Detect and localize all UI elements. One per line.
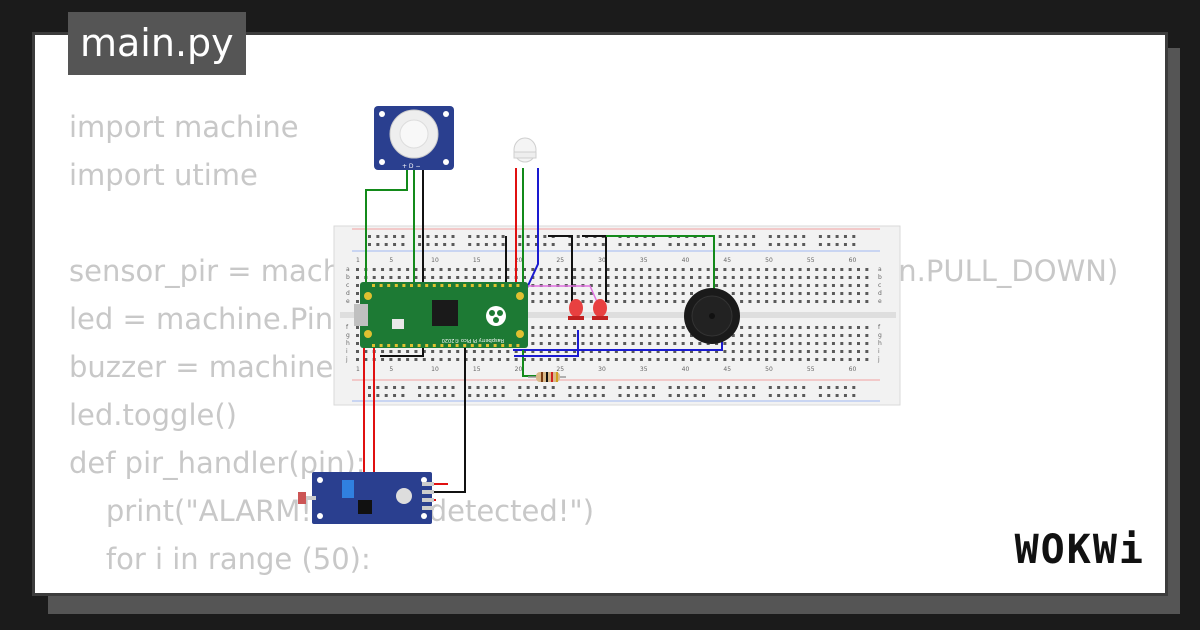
rgb-led[interactable] [513,137,537,163]
code-line: for i in range (50): [69,542,371,576]
breadboard-row-letter: i [346,348,348,355]
breadboard-column-number: 30 [598,257,606,264]
breadboard-column-number: 35 [640,257,648,264]
breadboard-row-letter: i [878,348,880,355]
pir-sensor[interactable]: + D − [374,106,454,170]
breadboard-row-letter: a [878,266,882,273]
breadboard-column-number: 45 [723,257,731,264]
breadboard-row-letter: d [878,290,882,297]
ldr-module[interactable] [298,472,434,524]
breadboard-column-number: 15 [473,366,481,373]
breadboard-column-number: 40 [682,257,690,264]
breadboard-row-letter: f [346,324,349,331]
breadboard-column-number: 25 [556,257,564,264]
breadboard-column-number: 40 [682,366,690,373]
code-line: def pir_handler(pin): [69,446,366,480]
breadboard-row-letter: j [877,356,880,363]
buzzer[interactable] [684,288,740,344]
breadboard-column-number: 20 [515,366,523,373]
wire-black-pir [380,166,424,357]
red-led-2[interactable] [592,299,608,320]
code-line: import utime [69,158,258,192]
breadboard-row-letter: j [345,356,348,363]
breadboard-column-number: 55 [807,366,815,373]
breadboard: 1155101015152020252530303535404045455050… [333,225,901,406]
wire-green-bottom [522,350,538,377]
breadboard-column-number: 10 [431,257,439,264]
wire-green-buzzer [606,235,715,300]
pico-label: Raspberry Pi Pico ©2020 [442,337,504,344]
wokwi-logo: WOKWi [1014,527,1145,573]
breadboard-row-letter: g [346,332,350,339]
breadboard-row-letter: b [878,274,882,281]
code-line: led.toggle() [69,583,1118,593]
breadboard-row-letter: d [346,290,350,297]
breadboard-column-number: 5 [389,257,393,264]
breadboard-column-number: 25 [556,366,564,373]
code-line: import machine [69,110,299,144]
breadboard-column-number: 30 [598,366,606,373]
wire-pink [528,285,599,305]
wire-blue-bottom [514,330,579,357]
breadboard-row-letter: g [878,332,882,339]
breadboard-row-letter: c [878,282,881,289]
red-led-1[interactable] [568,299,584,320]
breadboard-column-number: 60 [849,257,857,264]
breadboard-column-number: 5 [389,366,393,373]
file-tab[interactable]: main.py [68,12,246,75]
breadboard-column-number: 1 [356,366,360,373]
breadboard-column-number: 35 [640,366,648,373]
breadboard-row-letter: f [878,324,881,331]
wire-black-1 [548,235,573,302]
breadboard-column-number: 60 [849,366,857,373]
breadboard-column-number: 55 [807,257,815,264]
breadboard-row-letter: a [346,266,350,273]
resistor[interactable] [528,372,566,382]
breadboard-column-number: 50 [765,366,773,373]
breadboard-row-letter: b [346,274,350,281]
breadboard-column-number: 10 [431,366,439,373]
breadboard-row-letter: h [346,340,350,347]
breadboard-column-number: 20 [515,257,523,264]
pir-pin-labels: + D − [402,163,421,170]
breadboard-column-number: 1 [356,257,360,264]
wire-blue-led [525,168,539,291]
wire-black-ldr [432,342,466,493]
breadboard-column-number: 45 [723,366,731,373]
wire-green-pir [365,166,408,290]
breadboard-row-letter: e [878,298,882,305]
breadboard-column-number: 15 [473,257,481,264]
raspberry-pi-pico[interactable]: Raspberry Pi Pico ©2020 [354,282,528,348]
code-line: led.toggle() [69,398,237,432]
breadboard-row-letter: c [346,282,349,289]
breadboard-column-number: 50 [765,257,773,264]
breadboard-row-letter: h [878,340,882,347]
breadboard-row-letter: e [346,298,350,305]
